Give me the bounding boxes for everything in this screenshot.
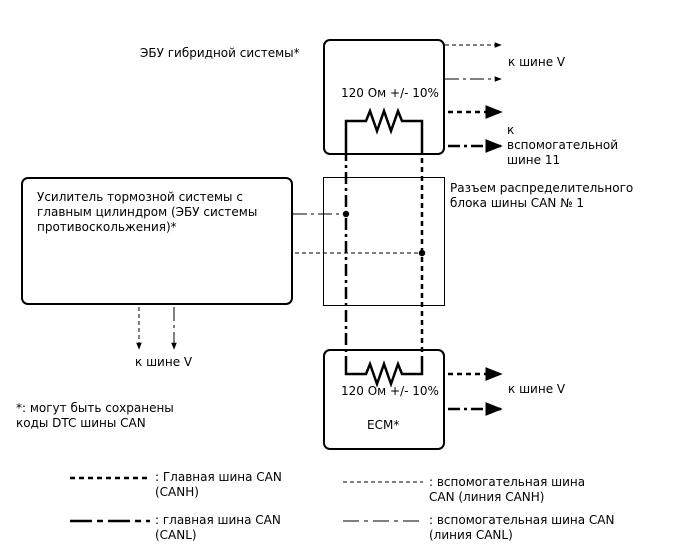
hybrid-bus-v-label: к шине V: [508, 55, 566, 69]
junction-connector-label: Разъем распределительного блока шины CAN…: [450, 181, 634, 210]
brake-bus-v-label: к шине V: [135, 355, 193, 369]
ecm-resistor-label: 120 Ом +/- 10%: [341, 384, 439, 398]
legend-main-canl-text: : главная шина CAN (CANL): [155, 513, 281, 542]
footnote: *: могут быть сохранены коды DTC шины CA…: [16, 401, 174, 430]
junction-connector-box: [323, 177, 445, 306]
hybrid-ecu-label: ЭБУ гибридной системы*: [140, 46, 300, 60]
ecm-bus-v-label: к шине V: [508, 382, 566, 396]
hybrid-aux-bus-label: к вспомогательной шине 11: [507, 123, 619, 167]
ecm-resistor: [344, 357, 424, 388]
legend-main-canh-text: : Главная шина CAN (CANH): [155, 470, 282, 499]
legend-aux-canh-text: : вспомогательная шина CAN (линия CANH): [429, 475, 586, 504]
brake-booster-label: Усилитель тормозной системы с главным ци…: [37, 190, 258, 234]
brake-booster-box: [21, 177, 293, 305]
ecm-label: ECM*: [367, 418, 400, 432]
legend-aux-canl-text: : вспомогательная шина CAN (линия CANL): [429, 513, 615, 542]
ecm-box: [323, 349, 445, 450]
hybrid-ecu-resistor-label: 120 Ом +/- 10%: [341, 86, 439, 100]
hybrid-ecu-resistor: [344, 107, 424, 149]
hybrid-ecu-box: [323, 39, 445, 155]
